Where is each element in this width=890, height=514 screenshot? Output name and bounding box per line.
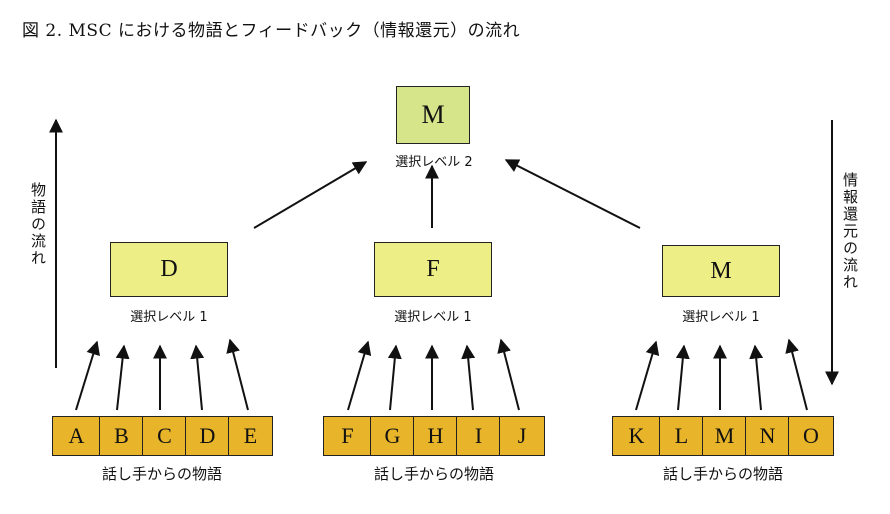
story-cell: D (185, 416, 230, 456)
arrow-d (190, 344, 205, 411)
story-cell: M (702, 416, 747, 456)
story-cell: A (52, 416, 101, 456)
group-caption: 話し手からの物語 (662, 465, 784, 483)
story-cell: C (142, 416, 187, 456)
story-cell: H (413, 416, 458, 456)
story-cell: I (456, 416, 501, 456)
mid-node-box: M (662, 245, 780, 297)
selection-level-1-label: 選択レベル 1 (682, 310, 760, 325)
top-node-box: M (396, 86, 470, 144)
arrow-a (75, 340, 100, 411)
selection-level-1-label: 選択レベル 1 (130, 310, 208, 325)
arrow-i (461, 344, 476, 411)
story-cell: F (323, 416, 372, 456)
story-cell: J (499, 416, 545, 456)
feedback-flow-label: 情報還元の流れ (841, 172, 859, 291)
group-caption: 話し手からの物語 (373, 465, 495, 483)
story-cell: N (745, 416, 790, 456)
arrow-o (785, 338, 808, 411)
figure-title: 図 2. MSC における物語とフィードバック（情報還元）の流れ (22, 21, 521, 41)
group-caption: 話し手からの物語 (101, 465, 223, 483)
selection-level-2-label: 選択レベル 2 (395, 155, 473, 170)
story-cell: L (659, 416, 704, 456)
arrow-f (347, 340, 372, 411)
arrow-b (115, 344, 130, 411)
arrow-n (749, 344, 764, 411)
story-cell: K (612, 416, 661, 456)
selection-level-1-label: 選択レベル 1 (394, 310, 472, 325)
arrow-j (497, 338, 520, 411)
arrow-k (635, 340, 660, 411)
arrow-m-to-m (504, 159, 641, 229)
mid-node-box: D (110, 242, 228, 297)
arrow-g (387, 344, 402, 411)
story-cell: G (370, 416, 415, 456)
arrow-l (675, 344, 690, 411)
story-cell: E (228, 416, 273, 456)
arrow-e (226, 338, 249, 411)
arrow-d-to-m (253, 161, 368, 229)
mid-node-box: F (374, 242, 492, 297)
story-flow-label: 物語の流れ (29, 182, 47, 267)
story-cell: B (99, 416, 144, 456)
story-cell: O (788, 416, 834, 456)
